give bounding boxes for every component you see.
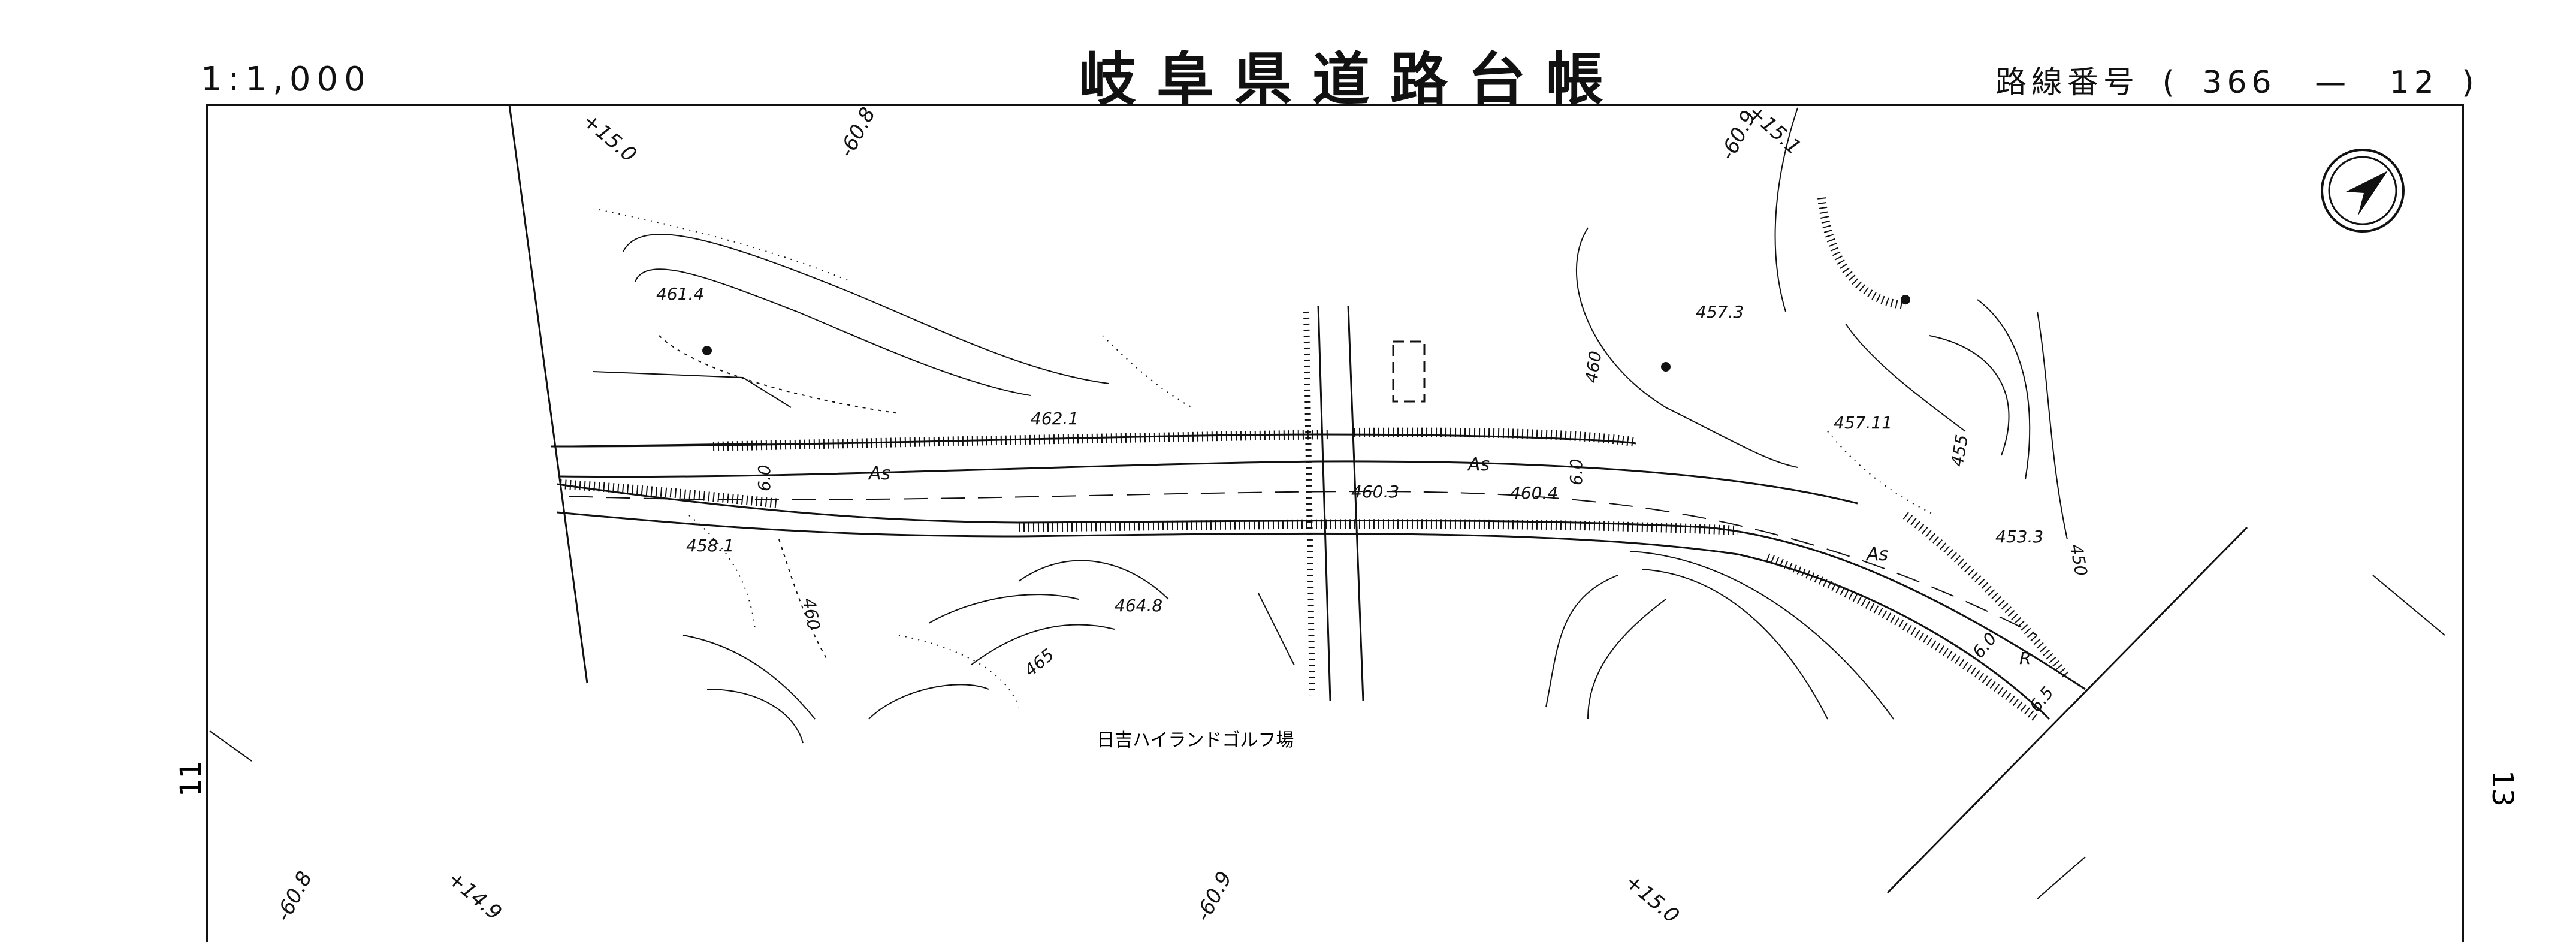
sheet-number: 12 [2389,65,2439,101]
contour-label: 465 [1020,645,1058,681]
grid-label: -60.8 [271,868,318,925]
road-surface-labels: As As As [868,454,1888,565]
frame-tick [2037,856,2086,899]
elevation-points [702,295,1910,372]
grid-label: -60.8 [835,104,881,161]
bridge [1303,305,1426,702]
vegetation-boundaries [599,209,1936,708]
elevation-label: 460.4 [1510,483,1558,503]
contour-label: 450 [2066,542,2091,577]
route-number: 路線番号 ( 366 — 12 ) [1995,57,2479,102]
road-surface-label: As [868,463,890,484]
width-label: 6.5 [2025,683,2058,715]
frame-tick [2372,575,2445,636]
adjacent-sheet-right: 13 [2486,770,2519,807]
map-scale: 1:1,000 [201,60,372,99]
left-clip-line [508,104,588,684]
grid-labels: +15.0 -60.8 -60.9 +15.1 -60.8 +14.9 -60.… [271,100,1806,928]
grid-label: +15.0 [1620,869,1684,928]
elevation-label: 462.1 [1031,409,1079,428]
route-label: 路線番号 [1995,65,2140,101]
route-open: ( [2162,65,2179,101]
contour-labels: 460 460 465 455 450 [799,349,2091,680]
grid-label: +15.0 [578,108,641,167]
grid-label: -60.9 [1191,868,1237,925]
elevation-label: 457.11 [1834,413,1892,433]
frame-tick [209,730,252,762]
route-separator: — [2315,65,2351,101]
width-label: 6.0 [1566,458,1586,485]
main-road [551,433,2086,720]
elevation-label: 458.1 [686,536,734,555]
road-surface-label: As [1865,544,1888,565]
elevation-label: 453.3 [1995,527,2043,547]
grid-label: +14.9 [443,866,506,925]
map-title: 岐阜県道路台帳 [1079,46,1624,113]
contour-label: 455 [1947,433,1972,468]
width-labels: 6.0 6.0 6.0 6.5 [754,458,2058,715]
place-name: 日吉ハイランドゴルフ場 [1097,730,1294,751]
guardrail-hatching [560,197,2071,723]
width-label: 6.0 [754,464,774,491]
route-number-value: 366 [2202,65,2276,101]
adjacent-sheet-left: 11 [174,760,208,797]
road-surface-label: As [1467,454,1490,475]
contours [593,107,2068,744]
elevation-label: 464.8 [1115,596,1162,615]
elevation-label: 460.3 [1351,482,1399,502]
route-close: ) [2462,65,2479,101]
map-frame [206,104,2464,942]
route-marker: R [2019,648,2031,668]
north-arrow-icon [2321,149,2405,233]
elevation-label: 461.4 [656,284,704,304]
elevation-label: 457.3 [1696,302,1744,322]
contour-label: 460 [1581,349,1605,384]
right-clip-line [1886,526,2248,894]
elevation-labels: 461.4 462.1 460.3 460.4 458.1 464.8 457.… [656,284,2043,615]
contour-label: 460 [799,596,824,631]
